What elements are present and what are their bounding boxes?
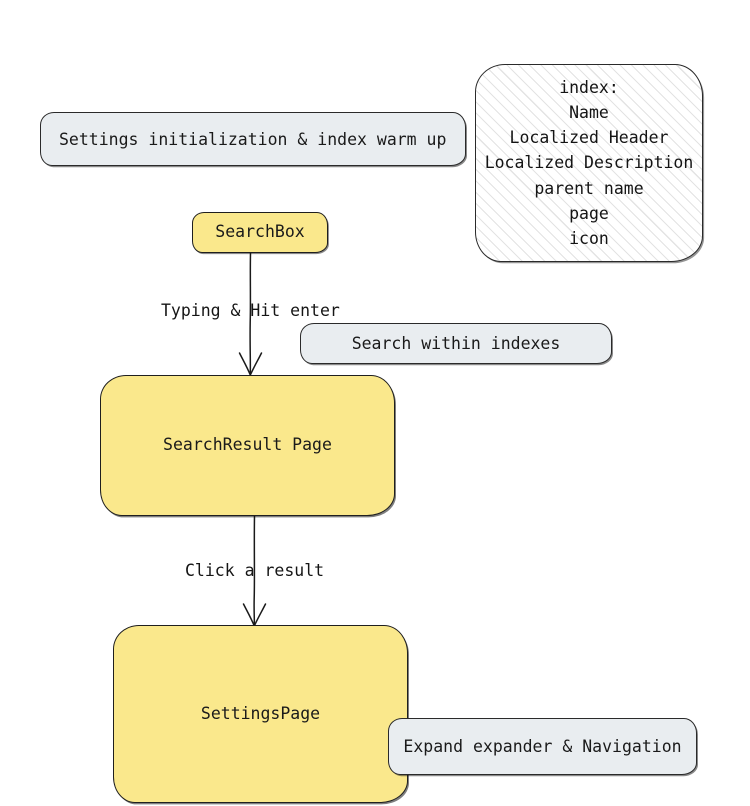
node-settings-page[interactable]: SettingsPage	[113, 625, 408, 803]
note-search-within-indexes-label: Search within indexes	[351, 334, 561, 353]
node-settings-page-label: SettingsPage	[200, 703, 321, 723]
node-searchbox-label: SearchBox	[215, 222, 305, 242]
node-searchresult-page[interactable]: SearchResult Page	[100, 375, 395, 516]
note-expand-expander-navigation: Expand expander & Navigation	[388, 718, 697, 775]
index-schema-box: index: Name Localized Header Localized D…	[475, 64, 703, 262]
edge-label-typing-hit-enter: Typing & Hit enter	[161, 301, 340, 320]
note-search-within-indexes: Search within indexes	[300, 323, 612, 364]
edge-label-click-a-result: Click a result	[185, 561, 325, 580]
edge-click-arrowhead-left	[242, 603, 256, 627]
edge-typing-arrowhead-right	[249, 352, 263, 376]
edge-click-arrowhead-right	[253, 603, 267, 627]
note-settings-initialization: Settings initialization & index warm up	[40, 112, 466, 166]
node-searchbox[interactable]: SearchBox	[192, 212, 328, 253]
index-schema-text: index: Name Localized Header Localized D…	[484, 78, 694, 248]
edge-typing-arrowhead-left	[238, 352, 252, 376]
note-settings-initialization-label: Settings initialization & index warm up	[59, 129, 447, 149]
node-searchresult-page-label: SearchResult Page	[163, 435, 332, 455]
note-expand-expander-navigation-label: Expand expander & Navigation	[403, 737, 682, 756]
